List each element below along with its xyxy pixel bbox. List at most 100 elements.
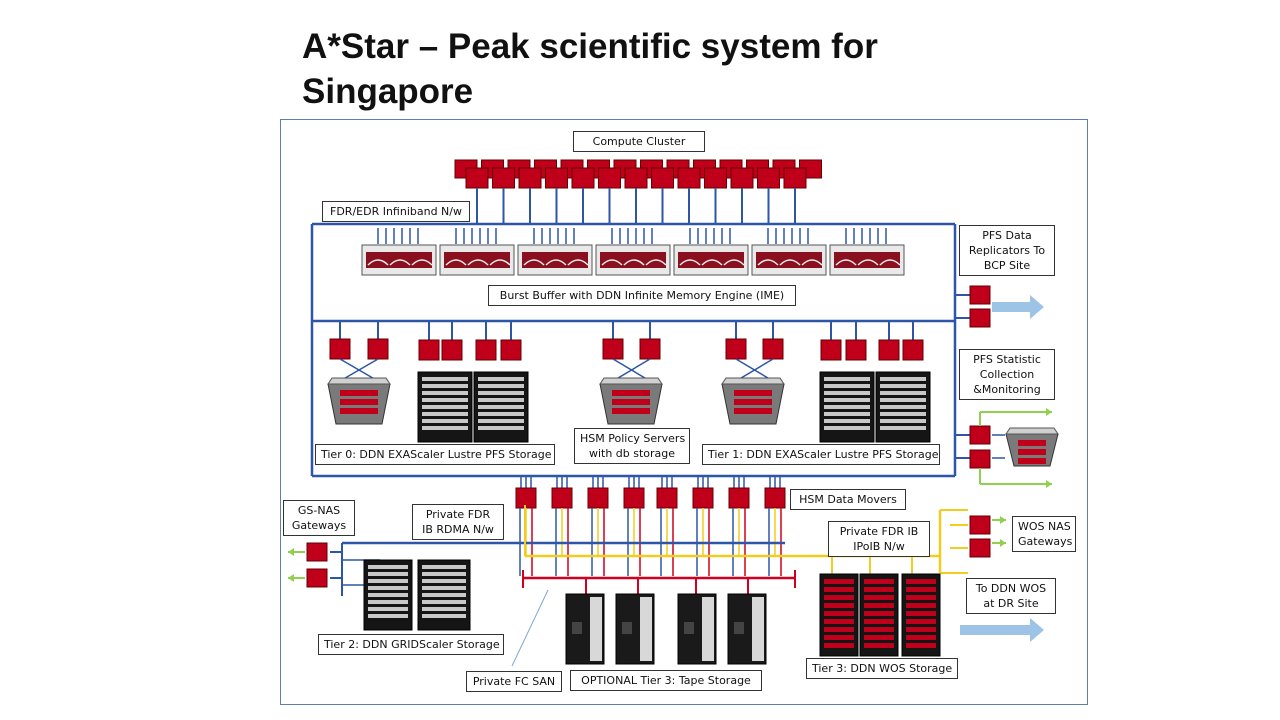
private-fdr-ipoib-line2: IPoIB N/w	[853, 540, 905, 553]
bcp-site-arrow	[992, 295, 1044, 319]
wos-nas-gateway	[969, 515, 991, 535]
ime-swoosh	[645, 259, 667, 266]
rack-drive-row	[422, 391, 468, 395]
tape-handle	[572, 622, 582, 634]
wos-drive-row	[906, 587, 936, 592]
hsm-data-mover	[551, 487, 573, 509]
hsm-data-mover	[623, 487, 645, 509]
rack-drive-row	[422, 405, 468, 409]
pfs-statistic-line2: Collection	[979, 368, 1035, 381]
wos-drive-row	[864, 643, 894, 648]
optional-tape-label: OPTIONAL Tier 3: Tape Storage	[570, 670, 762, 691]
pfs-statistic-label: PFS Statistic Collection &Monitoring	[959, 349, 1055, 400]
diagram-frame	[280, 119, 1088, 705]
tier0-oss-node	[329, 338, 351, 360]
rack-drive-row	[478, 405, 524, 409]
enclosure-drive-bay	[612, 408, 650, 414]
wos-drive-row	[864, 627, 894, 632]
enclosure-lid	[721, 377, 785, 385]
rack-drive-row	[422, 614, 466, 618]
stats-node	[969, 425, 991, 445]
gs-nas-line2: Gateways	[291, 519, 347, 532]
wos-drive-row	[824, 595, 854, 600]
hsm-data-mover	[728, 487, 750, 509]
ime-swoosh	[467, 259, 489, 266]
pfs-replicators-line3: BCP Site	[983, 259, 1031, 272]
wos-drive-row	[906, 635, 936, 640]
ime-swoosh	[567, 259, 589, 266]
rack-drive-row	[880, 398, 926, 402]
compute-node-front	[598, 167, 621, 189]
tier1-label: Tier 1: DDN EXAScaler Lustre PFS Storage	[702, 444, 940, 465]
wos-drive-row	[906, 603, 936, 608]
rack-drive-row	[422, 377, 468, 381]
wos-drive-row	[864, 603, 894, 608]
ime-swoosh	[623, 259, 645, 266]
pfs-statistic-line3: &Monitoring	[973, 383, 1041, 396]
cross-link	[612, 358, 651, 382]
tier1-oss-node	[725, 338, 747, 360]
private-fdr-rdma-line1: Private FDR	[425, 508, 491, 521]
rack-drive-row	[368, 593, 408, 597]
ime-swoosh	[879, 259, 901, 266]
replicator-node	[969, 308, 991, 328]
wos-nas-line1: WOS NAS	[1018, 520, 1071, 533]
ime-swoosh	[779, 259, 801, 266]
rack-drive-row	[368, 572, 408, 576]
rack-drive-row	[478, 412, 524, 416]
compute-node-front	[571, 167, 595, 189]
tier0-label: Tier 0: DDN EXAScaler Lustre PFS Storage	[315, 444, 555, 465]
rack-drive-row	[368, 600, 408, 604]
enclosure-drive-bay	[1018, 449, 1046, 455]
private-fdr-rdma-label: Private FDR IB RDMA N/w	[412, 504, 504, 540]
rack-drive-row	[368, 607, 408, 611]
ime-swoosh	[857, 259, 879, 266]
ime-swoosh	[545, 259, 567, 266]
rack-drive-row	[422, 412, 468, 416]
hsm-policy-line2: with db storage	[588, 447, 676, 460]
tape-side-panel	[640, 597, 652, 661]
tape-handle	[734, 622, 744, 634]
compute-cluster-label: Compute Cluster	[573, 131, 705, 152]
wos-drive-row	[864, 619, 894, 624]
hsm-data-movers-label: HSM Data Movers	[790, 489, 906, 510]
compute-node-front	[624, 167, 648, 189]
rack-drive-row	[880, 391, 926, 395]
private-fdr-ipoib-line1: Private FDR IB	[839, 525, 919, 538]
wos-drive-row	[864, 595, 894, 600]
rack-drive-row	[824, 384, 870, 388]
wos-drive-row	[906, 627, 936, 632]
tier1-oss-node	[762, 338, 784, 360]
hsm-data-mover	[692, 487, 714, 509]
cross-link	[339, 358, 379, 382]
wos-drive-row	[824, 603, 854, 608]
rack-drive-row	[824, 426, 870, 430]
pfs-replicators-label: PFS Data Replicators To BCP Site	[959, 225, 1055, 276]
rack-drive-row	[880, 377, 926, 381]
ime-swoosh	[367, 259, 389, 266]
tape-side-panel	[752, 597, 764, 661]
ime-swoosh	[801, 259, 823, 266]
rack-drive-row	[478, 384, 524, 388]
rack-drive-row	[422, 593, 466, 597]
enclosure-drive-bay	[340, 399, 378, 405]
compute-node-front	[783, 167, 807, 189]
enclosure-lid	[327, 377, 391, 385]
pfs-statistic-line1: PFS Statistic	[973, 353, 1041, 366]
enclosure-drive-bay	[734, 399, 772, 405]
hsm-data-mover	[587, 487, 609, 509]
wos-drive-row	[824, 635, 854, 640]
wos-drive-row	[864, 611, 894, 616]
compute-node-front	[518, 167, 542, 189]
wos-drive-row	[864, 579, 894, 584]
tier1-mds-node	[820, 339, 842, 361]
ime-swoosh	[411, 259, 433, 266]
rack-drive-row	[422, 572, 466, 576]
ime-swoosh	[523, 259, 545, 266]
pfs-replicators-line1: PFS Data	[982, 229, 1032, 242]
enclosure-drive-bay	[612, 399, 650, 405]
wos-nas-line2: Gateways	[1018, 535, 1073, 548]
rack-drive-row	[880, 419, 926, 423]
ime-swoosh	[489, 259, 511, 266]
